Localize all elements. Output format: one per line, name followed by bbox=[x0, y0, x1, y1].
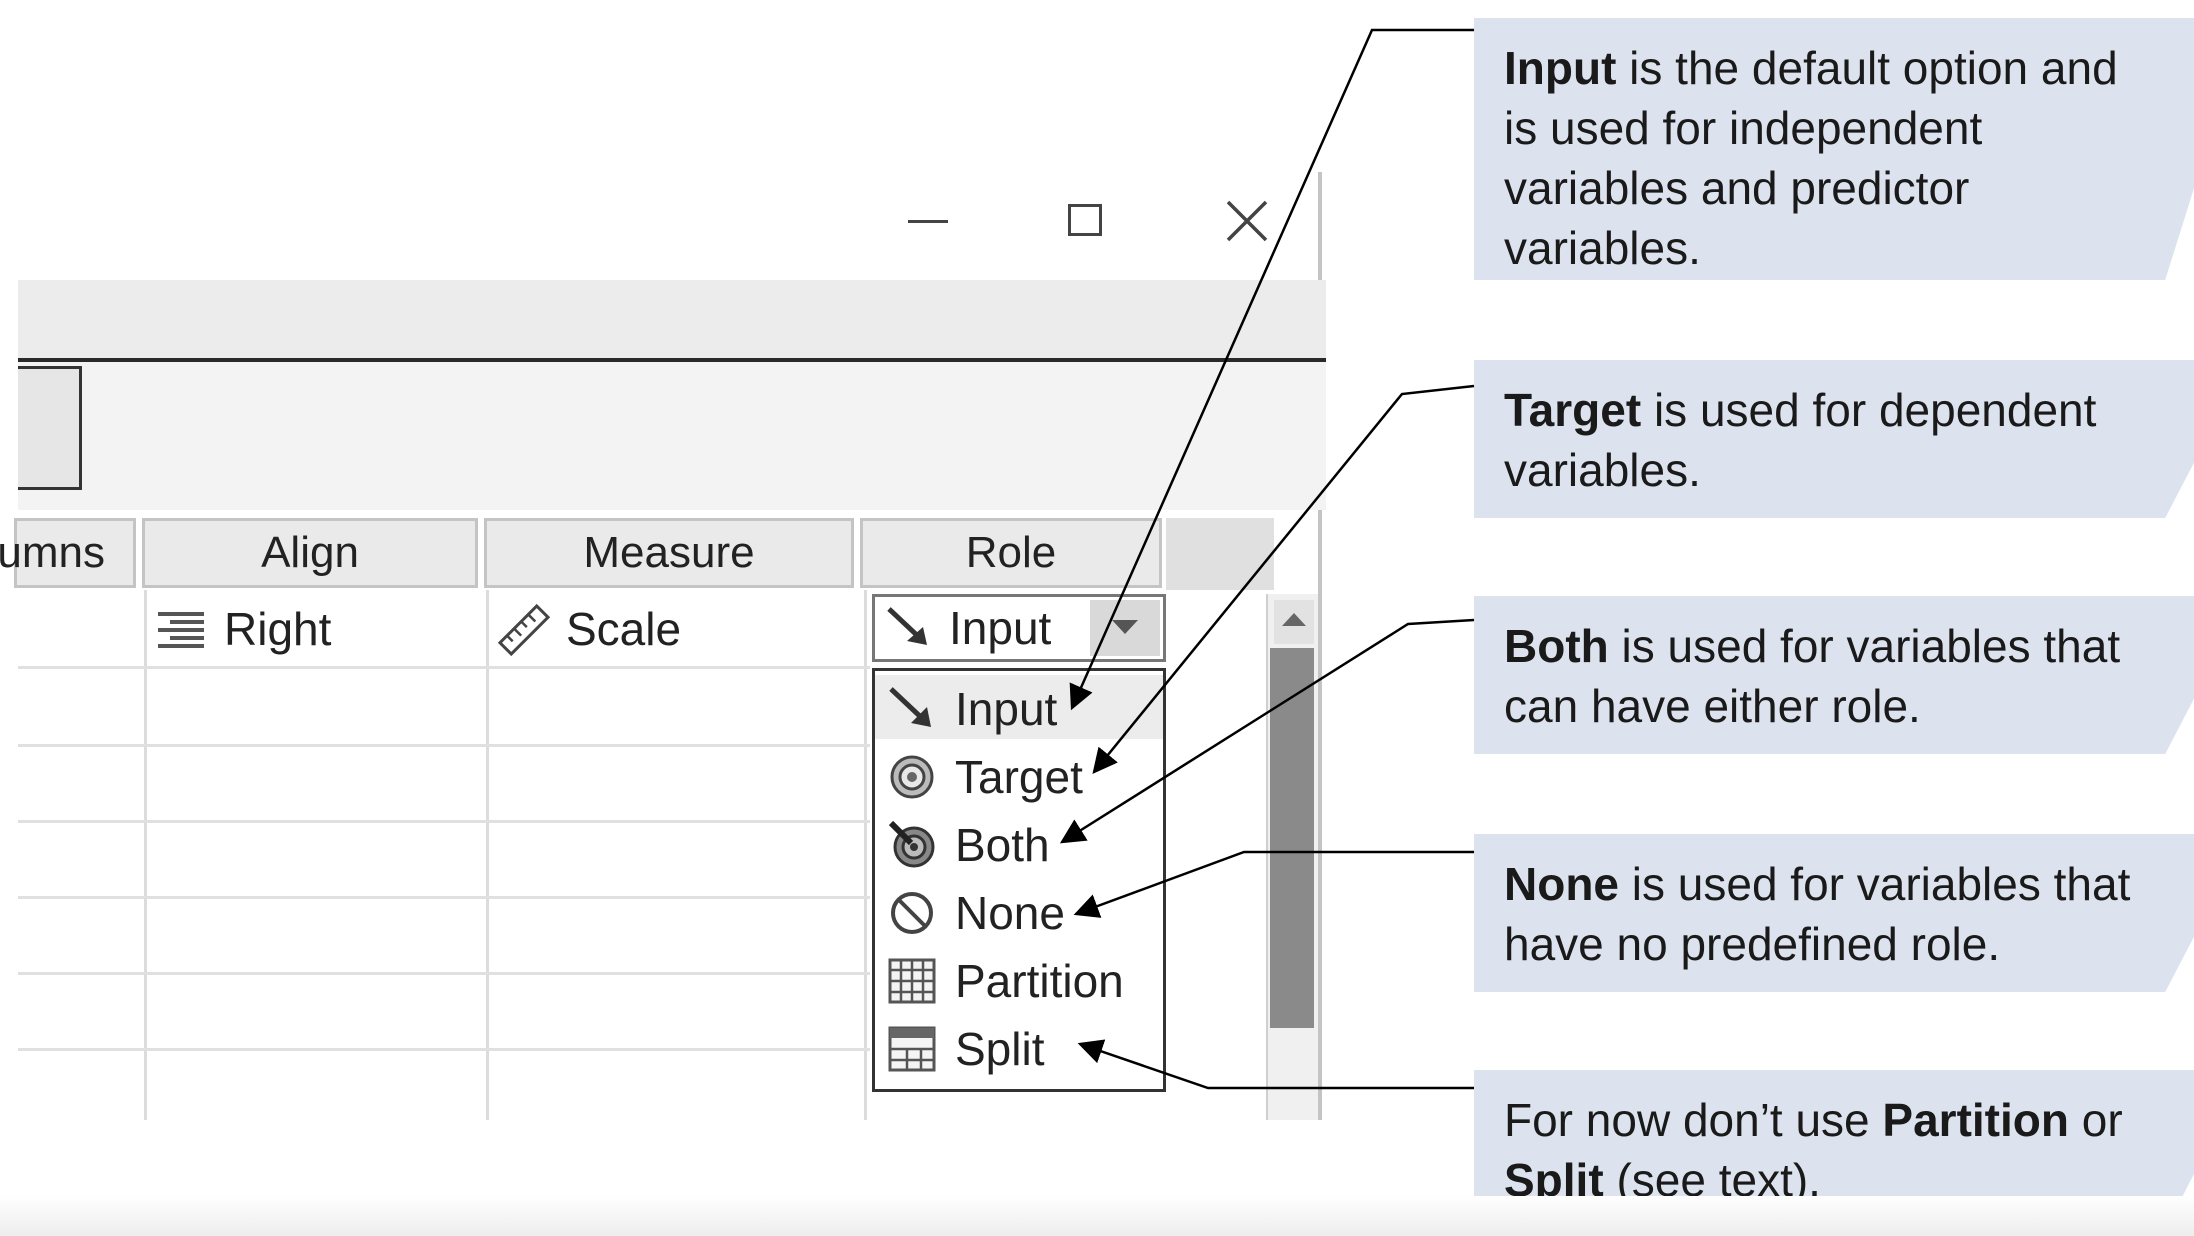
role-option-label: Split bbox=[955, 1023, 1045, 1075]
grid-line bbox=[18, 666, 870, 669]
callout-input: Input is the default option and is used … bbox=[1474, 18, 2194, 280]
scroll-thumb[interactable] bbox=[1270, 648, 1314, 1028]
grid-line bbox=[18, 972, 870, 975]
role-option-both[interactable]: Both bbox=[875, 811, 1163, 875]
split-icon bbox=[888, 1026, 936, 1072]
column-header-label: Measure bbox=[583, 528, 755, 577]
align-right-icon bbox=[158, 612, 204, 648]
callout-target: Target is used for dependent variables. bbox=[1474, 360, 2194, 518]
callout-term: Partition bbox=[1882, 1094, 2069, 1146]
grid-line bbox=[18, 820, 870, 823]
role-option-label: Input bbox=[955, 683, 1058, 735]
callout-term: Target bbox=[1504, 384, 1642, 436]
target-icon bbox=[890, 755, 934, 799]
grid-line bbox=[486, 590, 489, 1120]
maximize-icon[interactable] bbox=[1068, 204, 1102, 236]
callout-text: is used for dependent variables. bbox=[1504, 384, 2097, 496]
page-bottom-shadow bbox=[0, 1196, 2194, 1236]
callout-text: is the default option and is used for in… bbox=[1504, 42, 2118, 274]
toolbar-button[interactable] bbox=[18, 366, 82, 490]
input-arrow-icon bbox=[887, 607, 927, 645]
partition-icon bbox=[888, 958, 936, 1004]
callout-text: is used for variables that have no prede… bbox=[1504, 858, 2131, 970]
grid-line bbox=[18, 744, 870, 747]
role-select-dropdown-button[interactable] bbox=[1090, 600, 1160, 656]
role-option-partition[interactable]: Partition bbox=[875, 947, 1163, 1011]
role-option-label: None bbox=[955, 887, 1065, 939]
menu-bar bbox=[18, 280, 1326, 362]
role-option-label: Target bbox=[955, 751, 1083, 803]
column-header-role[interactable]: Role bbox=[860, 518, 1162, 588]
chevron-up-icon bbox=[1282, 613, 1306, 626]
scroll-up-button[interactable] bbox=[1274, 600, 1314, 644]
grid-line bbox=[18, 1048, 870, 1051]
minimize-icon[interactable] bbox=[908, 220, 948, 223]
role-option-split[interactable]: Split bbox=[875, 1015, 1163, 1079]
column-header-label: Role bbox=[965, 528, 1057, 577]
role-option-label: Partition bbox=[955, 955, 1124, 1007]
none-icon bbox=[891, 892, 933, 934]
toolbar bbox=[18, 362, 1326, 510]
callout-both: Both is used for variables that can have… bbox=[1474, 596, 2194, 754]
role-option-none[interactable]: None bbox=[875, 879, 1163, 943]
column-header-columns[interactable]: umns bbox=[0, 518, 136, 588]
callout-text: is used for variables that can have eith… bbox=[1504, 620, 2121, 732]
column-header-label: Align bbox=[261, 528, 359, 577]
role-select-value: Input bbox=[949, 602, 1052, 654]
role-option-label: Both bbox=[955, 819, 1050, 871]
input-arrow-icon bbox=[889, 687, 931, 727]
ruler-icon bbox=[497, 603, 551, 657]
callout-term: Both bbox=[1504, 620, 1609, 672]
close-icon[interactable] bbox=[1222, 196, 1272, 246]
callout-text: or bbox=[2068, 1094, 2123, 1146]
role-option-input[interactable]: Input bbox=[875, 675, 1163, 739]
grid-line bbox=[18, 896, 870, 899]
callout-text: For now don’t use bbox=[1504, 1094, 1883, 1146]
chevron-down-icon bbox=[1112, 620, 1138, 634]
measure-value: Scale bbox=[566, 603, 682, 655]
cell-align[interactable]: Right bbox=[150, 598, 470, 662]
role-dropdown-list: Input Target Both None bbox=[872, 668, 1166, 1092]
column-header-filler bbox=[1166, 518, 1274, 590]
grid-line bbox=[864, 590, 867, 1120]
role-option-target[interactable]: Target bbox=[875, 743, 1163, 807]
column-header-measure[interactable]: Measure bbox=[484, 518, 854, 588]
align-value: Right bbox=[224, 603, 332, 655]
column-header-align[interactable]: Align bbox=[142, 518, 478, 588]
callout-term: None bbox=[1504, 858, 1619, 910]
both-icon bbox=[888, 821, 935, 868]
column-header-label: umns bbox=[0, 528, 105, 577]
callout-term: Input bbox=[1504, 42, 1617, 94]
grid-line bbox=[144, 590, 147, 1120]
callout-none: None is used for variables that have no … bbox=[1474, 834, 2194, 992]
cell-measure[interactable]: Scale bbox=[492, 598, 852, 662]
